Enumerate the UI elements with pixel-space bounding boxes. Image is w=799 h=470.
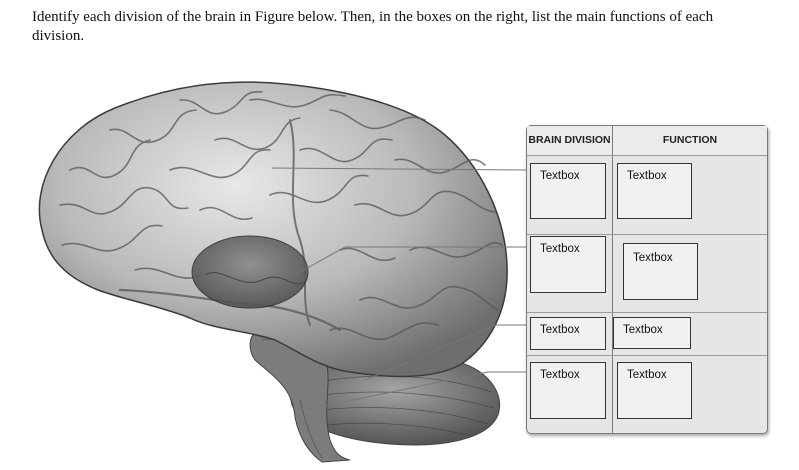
function-textbox-1[interactable]: Textbox [617, 163, 692, 219]
row-divider [527, 355, 767, 356]
column-divider [612, 126, 613, 433]
brain-division-table: BRAIN DIVISION FUNCTION Textbox Textbox … [526, 125, 768, 434]
cerebrum-shape [38, 81, 508, 378]
diencephalon-shape [191, 235, 309, 309]
function-textbox-4[interactable]: Textbox [617, 362, 692, 419]
division-textbox-2[interactable]: Textbox [530, 236, 606, 293]
row-divider [527, 312, 767, 313]
row-divider [527, 155, 767, 156]
leader-line-diencephalon [292, 246, 526, 277]
division-textbox-4[interactable]: Textbox [530, 362, 606, 419]
function-textbox-3[interactable]: Textbox [613, 317, 691, 349]
leader-line-cerebrum [271, 167, 527, 171]
division-textbox-1[interactable]: Textbox [530, 163, 606, 219]
row-divider [527, 234, 767, 235]
function-textbox-2[interactable]: Textbox [623, 243, 698, 300]
instructions-text: Identify each division of the brain in F… [32, 9, 714, 44]
leader-line-brainstem [364, 324, 526, 381]
function-header: FUNCTION [613, 126, 767, 155]
leader-line-cerebellum [304, 371, 526, 411]
division-textbox-3[interactable]: Textbox [530, 317, 606, 350]
brain-division-header: BRAIN DIVISION [527, 126, 612, 155]
